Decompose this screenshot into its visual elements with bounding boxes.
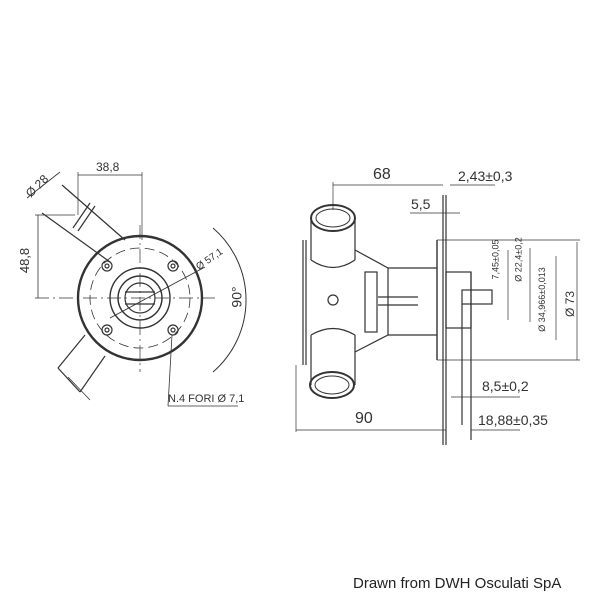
- note-holes: N.4 FORI Ø 7,1: [168, 393, 245, 405]
- dim-shaft-projection: 18,88±0,35: [478, 412, 548, 428]
- dim-shaft-diameter: Ø 22,4±0,2: [513, 237, 524, 282]
- dim-pilot-diameter: Ø 34,966±0,013: [536, 267, 547, 332]
- dim-angle: 90°: [228, 286, 245, 308]
- credit-text: Drawn from DWH Osculati SpA: [353, 575, 562, 592]
- dim-flange-diameter: Ø 73: [563, 290, 578, 318]
- dim-step: 5,5: [411, 196, 431, 212]
- side-view: [295, 182, 580, 445]
- front-view: [26, 171, 247, 407]
- dim-horizontal-offset: 38,8: [96, 160, 120, 174]
- dim-flange-thickness: 2,43±0,3: [458, 168, 513, 184]
- dim-width-top: 68: [373, 166, 391, 183]
- dim-total-width: 90: [355, 410, 373, 427]
- dim-vertical-offset: 48,8: [17, 247, 33, 274]
- dim-shaft-length: 8,5±0,2: [482, 378, 529, 394]
- dim-shaft-flat: 7,45±0,05: [490, 239, 501, 280]
